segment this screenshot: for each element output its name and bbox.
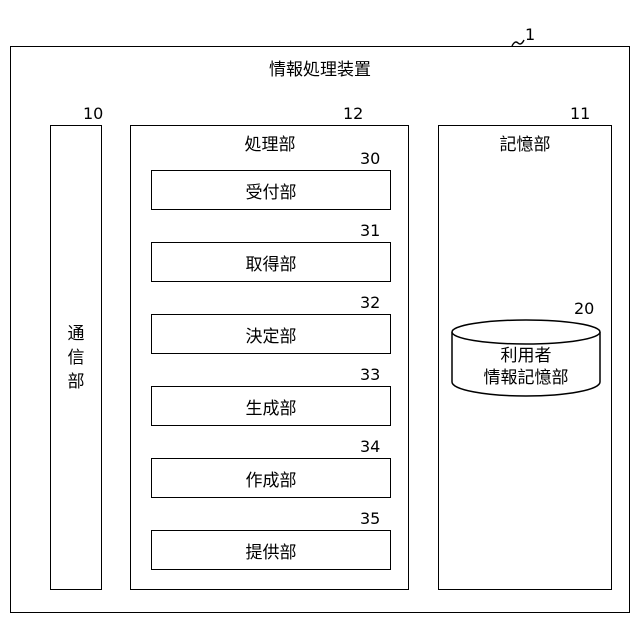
storage-unit-ref: 11 [570, 106, 590, 122]
user-info-storage-label-line2: 情報記憶部 [450, 368, 602, 388]
device-ref: 1 [525, 27, 535, 43]
processing-unit-ref: 12 [343, 106, 363, 122]
subunit-label: 取得部 [246, 250, 297, 275]
subunit-box: 受付部 [151, 170, 391, 210]
subunit-ref: 31 [360, 223, 380, 239]
subunit-label: 受付部 [246, 178, 297, 203]
subunit-box: 作成部 [151, 458, 391, 498]
subunit-box: 提供部 [151, 530, 391, 570]
storage-unit-title: 記憶部 [480, 135, 570, 155]
subunit-ref: 33 [360, 367, 380, 383]
subunit-ref: 35 [360, 511, 380, 527]
subunit-ref: 32 [360, 295, 380, 311]
processing-unit-title: 処理部 [230, 135, 310, 155]
subunit-label: 提供部 [246, 538, 297, 563]
device-title: 情報処理装置 [200, 60, 440, 80]
subunit-label: 生成部 [246, 394, 297, 419]
communication-unit-label: 通信部 [64, 322, 88, 394]
communication-unit-box: 通信部 [50, 125, 102, 590]
subunit-label: 決定部 [246, 322, 297, 347]
user-info-storage-ref: 20 [574, 301, 594, 317]
subunit-ref: 34 [360, 439, 380, 455]
subunit-box: 決定部 [151, 314, 391, 354]
user-info-storage-label-line1: 利用者 [450, 346, 602, 366]
subunit-box: 取得部 [151, 242, 391, 282]
subunit-ref: 30 [360, 151, 380, 167]
subunit-label: 作成部 [246, 466, 297, 491]
subunit-box: 生成部 [151, 386, 391, 426]
communication-unit-ref: 10 [83, 106, 103, 122]
